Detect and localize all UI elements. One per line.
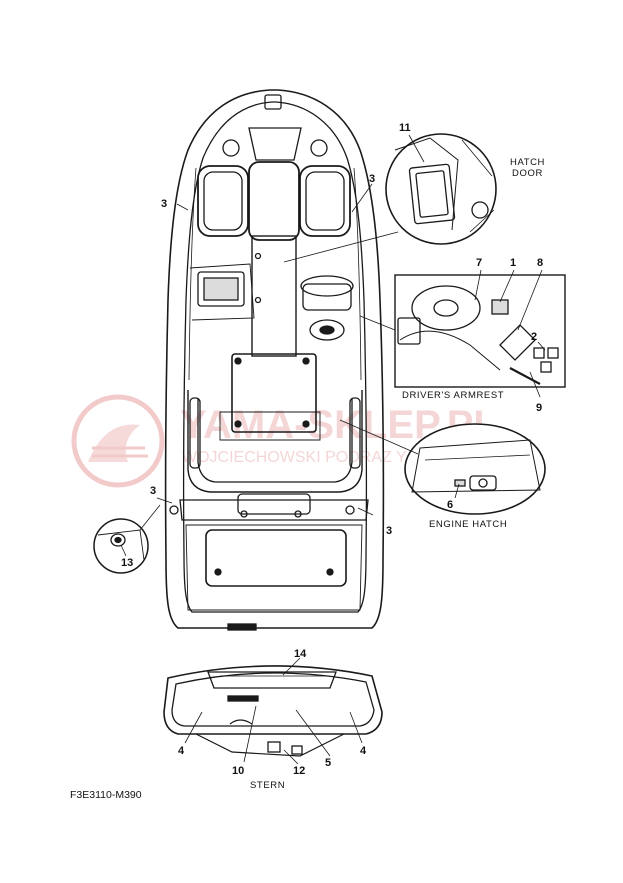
stern-view bbox=[163, 665, 383, 757]
figure-code: F3E3110-M390 bbox=[70, 789, 142, 801]
caption-drivers-armrest: DRIVER'S ARMREST bbox=[402, 390, 504, 401]
drivers-armrest-detail bbox=[394, 274, 566, 388]
callout-4-right: 4 bbox=[360, 745, 367, 757]
callout-1: 1 bbox=[510, 257, 516, 269]
callout-2: 2 bbox=[531, 331, 537, 343]
captions: HATCH DOOR DRIVER'S ARMREST ENGINE HATCH… bbox=[250, 157, 545, 791]
caption-hatch-door-line2: DOOR bbox=[512, 168, 543, 179]
callout-14: 14 bbox=[294, 648, 307, 660]
callout-9: 9 bbox=[536, 402, 542, 414]
callout-3-stern-right: 3 bbox=[386, 525, 392, 537]
callouts: 3 3 3 3 11 7 1 8 2 9 6 13 14 4 4 10 12 5 bbox=[121, 122, 543, 777]
callout-12: 12 bbox=[293, 765, 305, 777]
callout-4-left: 4 bbox=[178, 745, 185, 757]
engine-hatch-detail bbox=[404, 423, 546, 515]
callout-11: 11 bbox=[399, 122, 411, 134]
callout-10: 10 bbox=[232, 765, 244, 777]
callout-3-bow-left: 3 bbox=[161, 198, 167, 210]
callout-6: 6 bbox=[447, 499, 453, 511]
hatch-door-detail bbox=[385, 133, 497, 245]
caption-hatch-door-line1: HATCH bbox=[510, 157, 545, 168]
caption-engine-hatch: ENGINE HATCH bbox=[429, 519, 507, 530]
callout-7: 7 bbox=[476, 257, 482, 269]
callout-13: 13 bbox=[121, 557, 133, 569]
watermark-sub-text: WOJCIECHOWSKI PODRAZ YAMAHA bbox=[182, 449, 463, 466]
callout-3-bow-right: 3 bbox=[369, 173, 375, 185]
caption-stern: STERN bbox=[250, 780, 285, 791]
leader-lines bbox=[120, 134, 546, 765]
watermark-logo-icon bbox=[71, 394, 165, 488]
callout-8: 8 bbox=[537, 257, 543, 269]
callout-5: 5 bbox=[325, 757, 331, 769]
boat-top-view bbox=[164, 89, 385, 631]
callout-3-stern-left: 3 bbox=[150, 485, 156, 497]
